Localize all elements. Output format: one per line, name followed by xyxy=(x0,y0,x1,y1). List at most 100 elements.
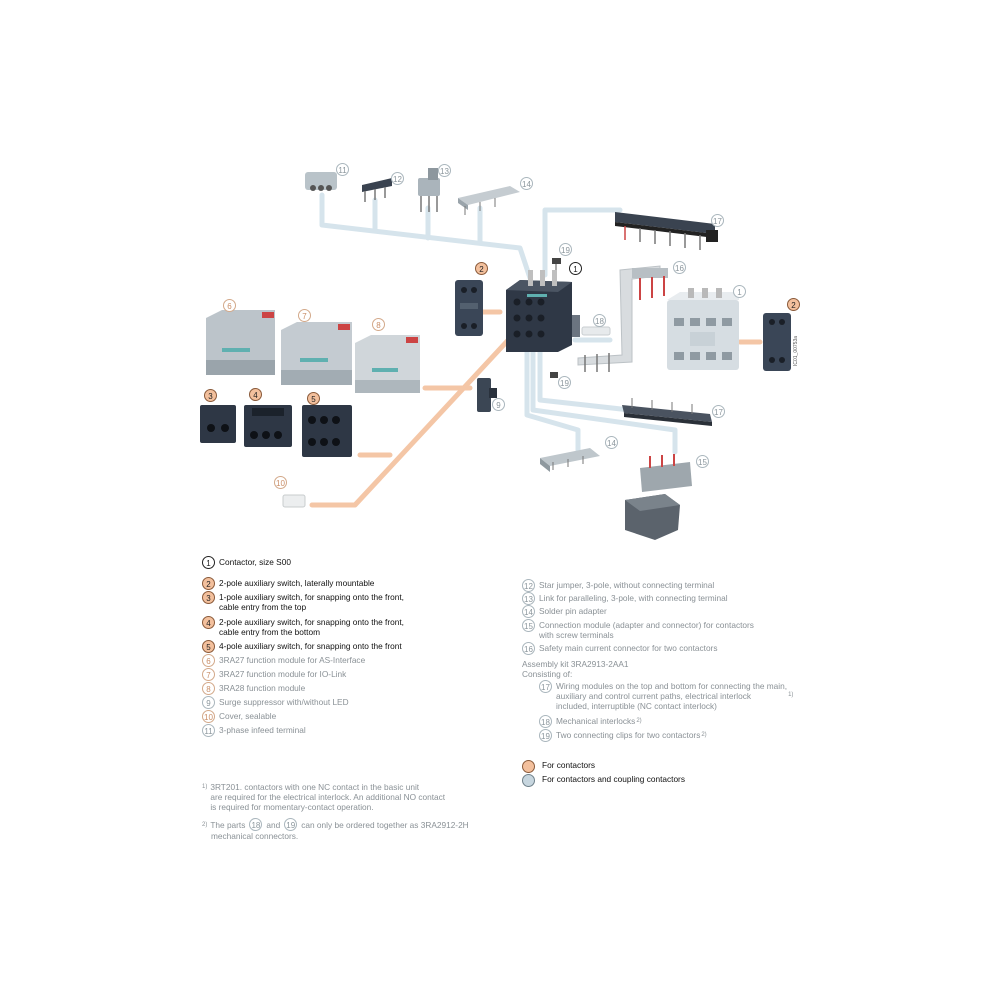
legend-text-5: 4-pole auxiliary switch, for snapping on… xyxy=(219,641,402,651)
aux-switch-2-left xyxy=(455,280,483,336)
callout-16: 16 xyxy=(673,261,686,274)
legend-text-17: Wiring modules on the top and bottom for… xyxy=(556,681,788,711)
legend-text-11: 3-phase infeed terminal xyxy=(219,725,306,735)
figure-ref-code: IC01_00753a xyxy=(793,335,799,366)
legend-text-9: Surge suppressor with/without LED xyxy=(219,697,349,707)
legend-badge-12: 12 xyxy=(522,579,535,592)
callout-1-right: 1 xyxy=(733,285,746,298)
footnote-2-pre: The parts xyxy=(210,819,246,830)
legend-item-4: 4 2-pole auxiliary switch, for snapping … xyxy=(202,616,404,637)
legend-badge-6: 6 xyxy=(202,654,215,667)
clip-19-top xyxy=(552,258,561,272)
legend-text-16: Safety main current connector for two co… xyxy=(539,643,718,653)
aux-switch-5 xyxy=(302,405,352,457)
callout-15: 15 xyxy=(696,455,709,468)
solder-pin-adapter-14-top xyxy=(458,186,520,215)
legend-text-13: Link for paralleling, 3-pole, with conne… xyxy=(539,593,728,603)
path-down-3 xyxy=(530,349,678,455)
legend-text-4: 2-pole auxiliary switch, for snapping on… xyxy=(219,617,404,637)
footnote-1-mark: 1) xyxy=(202,784,208,790)
legend-item-17: 17 Wiring modules on the top and bottom … xyxy=(539,680,793,711)
callout-12: 12 xyxy=(391,172,404,185)
footnote-1-text: 3RT201. contactors with one NC contact i… xyxy=(210,782,446,812)
callout-1-center: 1 xyxy=(569,262,582,275)
connection-module-15 xyxy=(625,454,692,540)
aux-switch-2-right xyxy=(763,313,791,371)
legend-item-12: 12 Star jumper, 3-pole, without connecti… xyxy=(522,579,715,592)
legend-badge-1: 1 xyxy=(202,556,215,569)
footnote-2-badge-19: 19 xyxy=(284,818,298,831)
path-11 xyxy=(319,192,533,281)
contactor-1-right xyxy=(667,288,739,370)
key-contactors: For contactors xyxy=(522,760,595,773)
function-module-6 xyxy=(206,310,275,375)
legend-badge-19: 19 xyxy=(539,729,552,742)
legend-text-6: 3RA27 function module for AS-Interface xyxy=(219,655,366,665)
footnote-2-mark: 2) xyxy=(202,821,208,828)
legend-item-11: 11 3-phase infeed terminal xyxy=(202,724,306,737)
legend-text-3: 1-pole auxiliary switch, for snapping on… xyxy=(219,592,404,612)
callout-11: 11 xyxy=(336,163,349,176)
aux-switch-3 xyxy=(200,405,236,443)
assembly-title: Assembly kit 3RA2913-2AA1 xyxy=(522,659,629,669)
legend-badge-4: 4 xyxy=(202,616,215,629)
legend-item-8: 8 3RA28 function module xyxy=(202,682,306,695)
callout-19-top: 19 xyxy=(559,243,572,256)
path-down-2 xyxy=(524,349,581,453)
function-module-7 xyxy=(281,322,352,385)
footnote-1: 1) 3RT201. contactors with one NC contac… xyxy=(202,782,445,812)
callout-19-bottom: 19 xyxy=(558,376,571,389)
legend-badge-17: 17 xyxy=(539,680,552,693)
key-coupling: For contactors and coupling contactors xyxy=(522,774,685,787)
legend-item-16: 16 Safety main current connector for two… xyxy=(522,642,718,655)
solder-pin-adapter-14-bottom xyxy=(540,448,600,472)
callout-7: 7 xyxy=(298,309,311,322)
callout-9: 9 xyxy=(492,398,505,411)
legend-badge-3: 3 xyxy=(202,591,215,604)
callout-4: 4 xyxy=(249,388,262,401)
legend-item-15: 15 Connection module (adapter and connec… xyxy=(522,619,754,640)
legend-text-7: 3RA27 function module for IO-Link xyxy=(219,669,347,679)
legend-badge-5: 5 xyxy=(202,640,215,653)
surge-suppressor-9 xyxy=(477,378,497,412)
legend-text-15: Connection module (adapter and connector… xyxy=(539,620,754,640)
key-swatch-orange xyxy=(522,760,535,773)
callout-17-bottom: 17 xyxy=(712,405,725,418)
aux-switch-4 xyxy=(244,405,292,447)
legend-badge-10: 10 xyxy=(202,710,215,723)
legend-text-2: 2-pole auxiliary switch, laterally mount… xyxy=(219,578,375,588)
infeed-terminal-11 xyxy=(305,172,337,191)
path-down-1 xyxy=(537,349,633,413)
function-module-8 xyxy=(355,335,420,393)
legend-text-19: Two connecting clips for two contactors xyxy=(556,730,701,740)
legend-badge-8: 8 xyxy=(202,682,215,695)
footnote-2-badge-18: 18 xyxy=(249,818,263,831)
legend-item-13: 13 Link for paralleling, 3-pole, with co… xyxy=(522,592,728,605)
legend-item-1: 1 Contactor, size S00 xyxy=(202,556,291,569)
callout-13: 13 xyxy=(438,164,451,177)
legend-item-18: 18 Mechanical interlocks 2) xyxy=(539,715,642,728)
legend-item-3: 3 1-pole auxiliary switch, for snapping … xyxy=(202,591,404,612)
callout-18: 18 xyxy=(593,314,606,327)
callout-3: 3 xyxy=(204,389,217,402)
wiring-module-17-bottom xyxy=(622,398,712,426)
legend-badge-14: 14 xyxy=(522,605,535,618)
legend-text-18: Mechanical interlocks xyxy=(556,716,636,726)
legend-text-12: Star jumper, 3-pole, without connecting … xyxy=(539,580,715,590)
safety-connector-16 xyxy=(577,265,668,372)
legend-text-14: Solder pin adapter xyxy=(539,606,607,616)
key-text-coupling: For contactors and coupling contactors xyxy=(542,774,685,784)
legend-badge-11: 11 xyxy=(202,724,215,737)
cover-10 xyxy=(282,494,306,508)
footnote-2-line2: mechanical connectors. xyxy=(211,831,299,841)
callout-5: 5 xyxy=(307,392,320,405)
legend-badge-7: 7 xyxy=(202,668,215,681)
legend-item-2: 2 2-pole auxiliary switch, laterally mou… xyxy=(202,577,375,590)
legend-badge-2: 2 xyxy=(202,577,215,590)
footnote-2-and: and xyxy=(266,819,281,830)
legend-item-14: 14 Solder pin adapter xyxy=(522,605,607,618)
legend-text-1: Contactor, size S00 xyxy=(219,557,291,567)
callout-2-left: 2 xyxy=(475,262,488,275)
legend-sup-18: 2) xyxy=(636,718,642,724)
legend-text-8: 3RA28 function module xyxy=(219,683,306,693)
